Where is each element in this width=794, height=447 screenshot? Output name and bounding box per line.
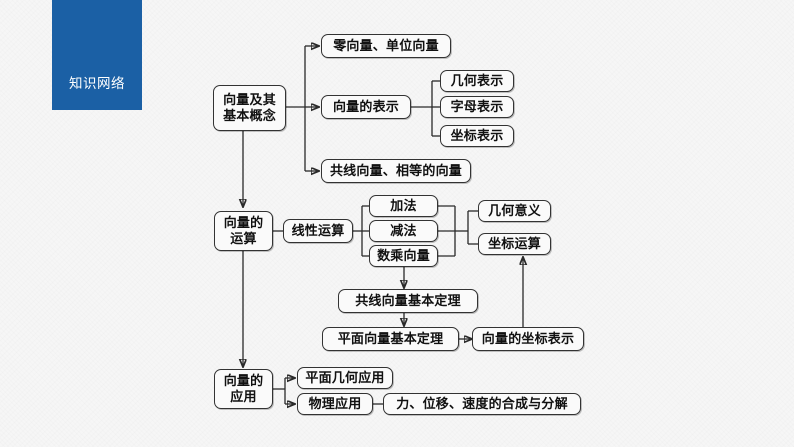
node-coordinate-operations[interactable]: 坐标运算 [478,233,551,255]
node-linear-operations[interactable]: 线性运算 [283,219,353,243]
node-collinear-and-equal-vectors[interactable]: 共线向量、相等的向量 [321,159,471,183]
node-coordinate-representation[interactable]: 坐标表示 [440,125,514,147]
section-title-label: 知识网络 [69,76,125,92]
node-collinear-vector-theorem[interactable]: 共线向量基本定理 [338,289,478,313]
node-physics-application[interactable]: 物理应用 [297,393,373,415]
node-geometric-meaning[interactable]: 几何意义 [478,200,551,222]
node-vector-coordinate-representation[interactable]: 向量的坐标表示 [472,327,584,351]
node-vector-basic-concepts[interactable]: 向量及其 基本概念 [213,85,286,131]
section-title-tab: 知识网络 [52,0,142,110]
node-zero-and-unit-vector[interactable]: 零向量、单位向量 [321,34,451,58]
node-vector-applications[interactable]: 向量的 应用 [214,369,273,409]
node-subtraction[interactable]: 减法 [369,220,438,242]
node-geometric-representation[interactable]: 几何表示 [440,70,514,92]
node-addition[interactable]: 加法 [369,195,438,217]
node-plane-geometry-application[interactable]: 平面几何应用 [297,367,393,389]
node-letter-representation[interactable]: 字母表示 [440,96,514,118]
node-plane-vector-theorem[interactable]: 平面向量基本定理 [322,327,459,351]
node-vector-operations[interactable]: 向量的 运算 [214,211,273,251]
node-scalar-multiplication[interactable]: 数乘向量 [369,245,438,267]
node-vector-representation[interactable]: 向量的表示 [321,95,411,119]
node-force-displacement-velocity[interactable]: 力、位移、速度的合成与分解 [383,393,581,415]
